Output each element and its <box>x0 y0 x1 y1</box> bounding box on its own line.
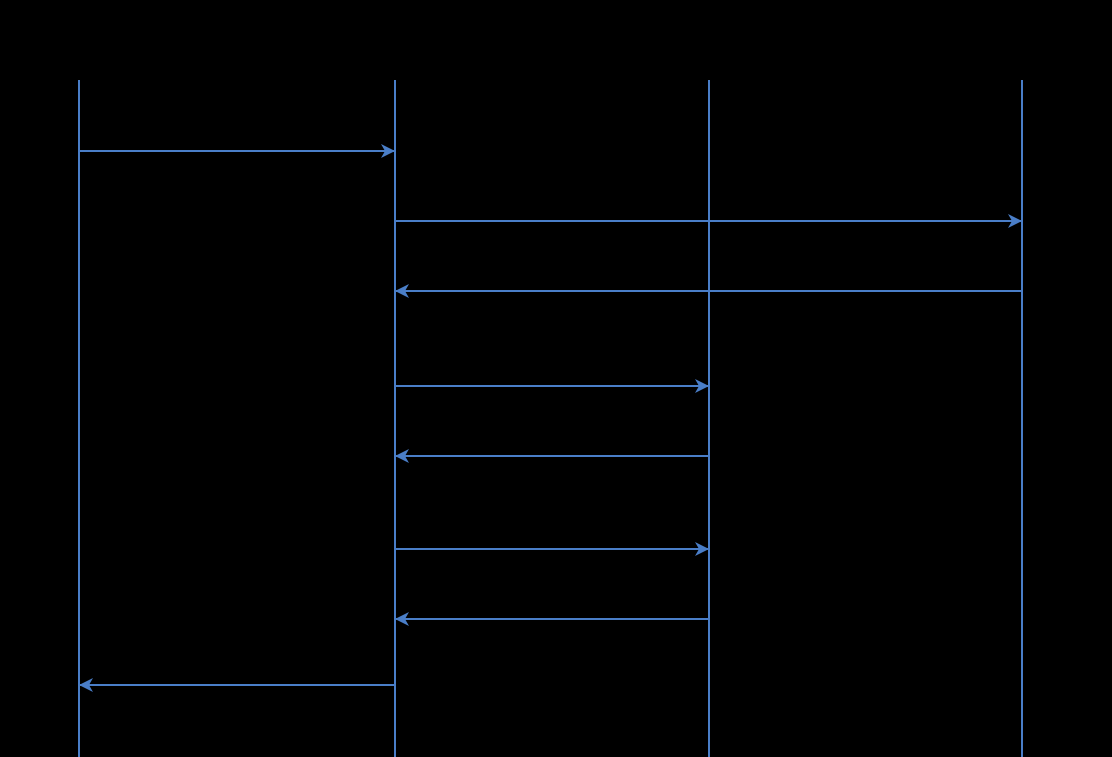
message-group-8[interactable] <box>79 678 395 692</box>
message-arrowhead-4 <box>695 379 709 393</box>
message-arrowhead-7 <box>395 612 409 626</box>
message-arrowhead-1 <box>381 144 395 158</box>
message-arrowhead-3 <box>395 284 409 298</box>
message-group-2[interactable] <box>395 214 1022 228</box>
lifelines-layer <box>78 80 1023 757</box>
message-arrowhead-2 <box>1008 214 1022 228</box>
message-arrowhead-6 <box>695 542 709 556</box>
message-arrowhead-5 <box>395 449 409 463</box>
message-group-5[interactable] <box>395 449 709 463</box>
message-group-1[interactable] <box>79 144 395 158</box>
message-group-6[interactable] <box>395 542 709 556</box>
messages-layer <box>79 144 1022 692</box>
message-group-3[interactable] <box>395 284 1022 298</box>
message-arrowhead-8 <box>79 678 93 692</box>
message-group-7[interactable] <box>395 612 709 626</box>
message-group-4[interactable] <box>395 379 709 393</box>
